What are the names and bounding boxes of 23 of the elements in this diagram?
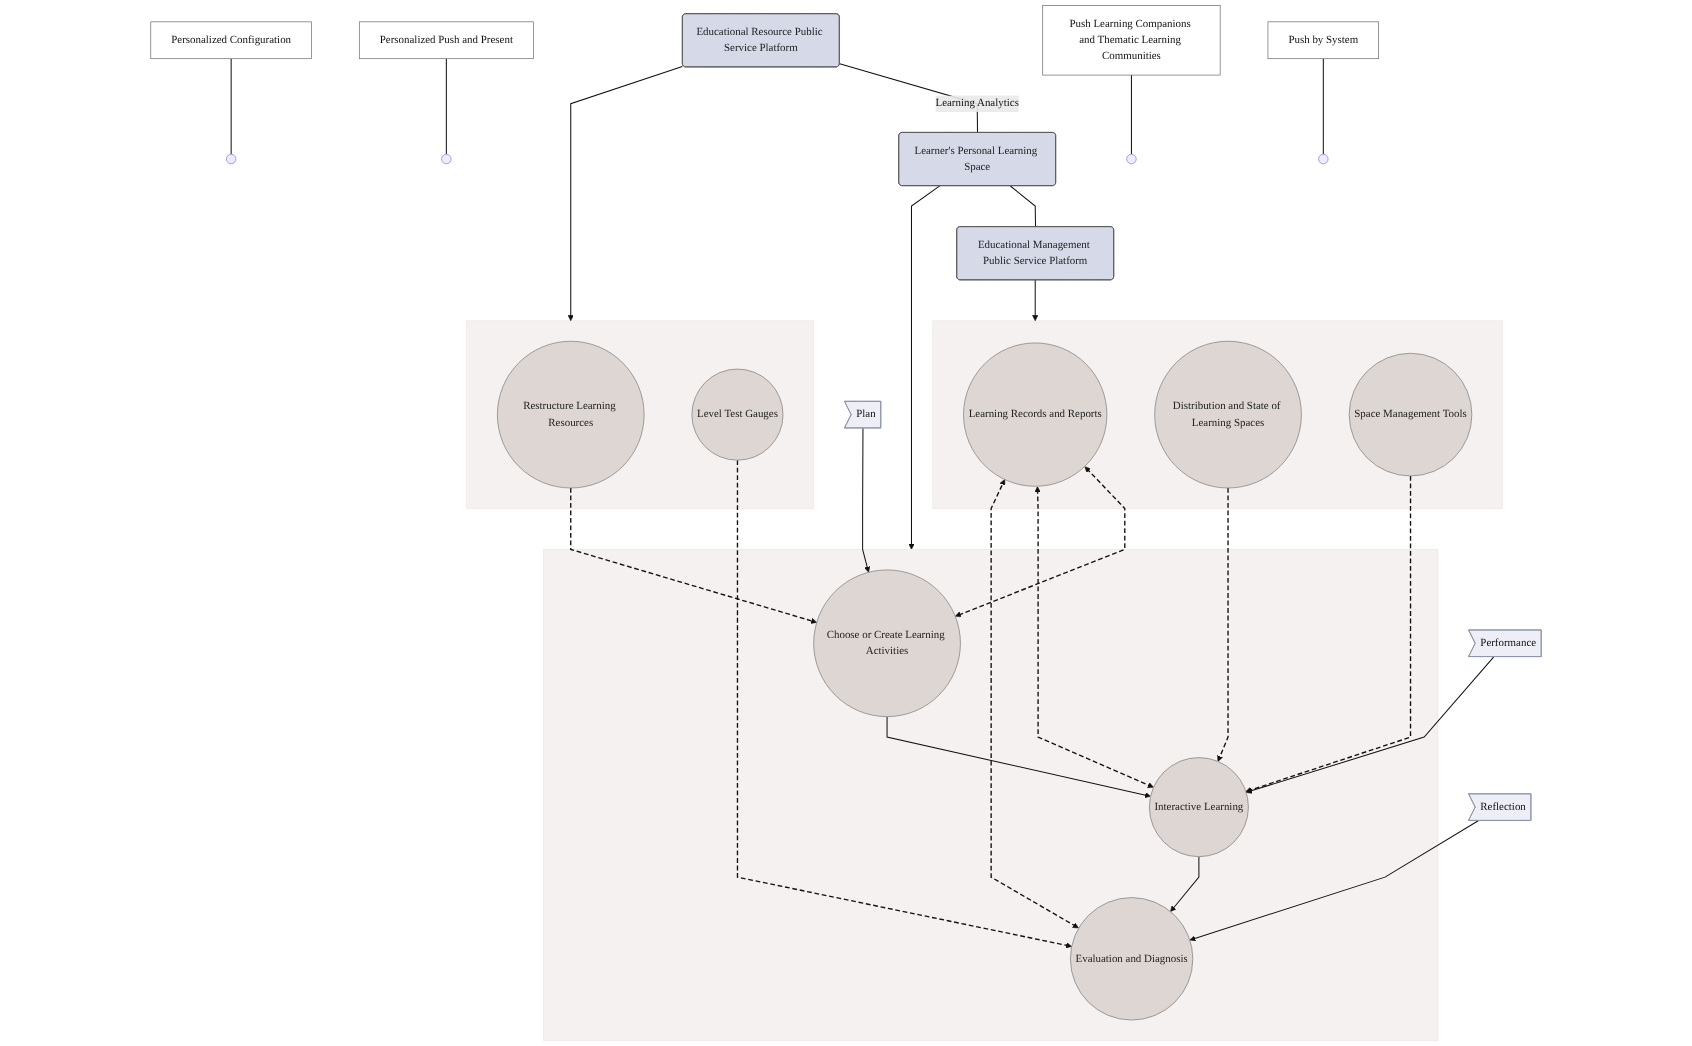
- arrow: [1245, 475, 1412, 793]
- connector: [1322, 58, 1324, 155]
- arrow: [1189, 820, 1479, 942]
- arrow: [955, 466, 1126, 618]
- arrow: [1032, 279, 1039, 322]
- arrow: [1170, 856, 1200, 912]
- arrow: [862, 427, 871, 573]
- arrow: [1245, 656, 1495, 794]
- cluster: [932, 320, 1503, 509]
- arrow: [570, 487, 817, 624]
- arrow: [990, 479, 1079, 929]
- cluster: [543, 549, 1439, 1041]
- connector: [1130, 74, 1132, 155]
- arrow: [567, 65, 683, 322]
- cluster: [466, 320, 815, 509]
- arrow: [736, 459, 1072, 949]
- arrow: [1034, 486, 1154, 788]
- arrow: [886, 716, 1151, 798]
- connector: [445, 58, 447, 155]
- connector: [1009, 185, 1037, 228]
- connector: [230, 58, 232, 155]
- arrow: [1217, 487, 1229, 762]
- arrow: [908, 185, 941, 550]
